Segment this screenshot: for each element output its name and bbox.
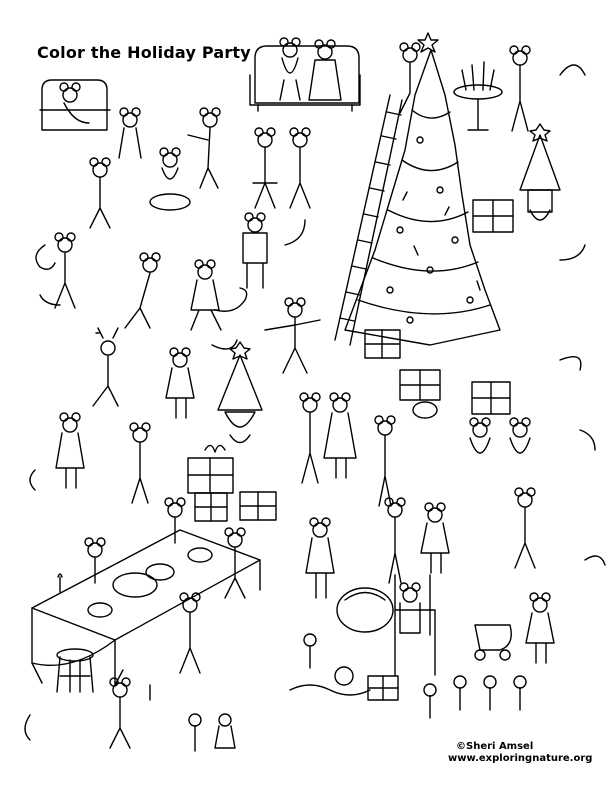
mouse-figures (55, 38, 554, 751)
drink-table (454, 62, 502, 130)
gift-pile-center (188, 445, 276, 521)
small-tree-top-right (520, 124, 560, 220)
stool (57, 649, 93, 692)
credit-block: ©Sheri Amsel www.exploringnature.org (448, 741, 608, 765)
chair-bottom (395, 575, 435, 675)
small-tree-left (218, 342, 262, 443)
page-title: Color the Holiday Party (37, 43, 251, 62)
gift-box-top-right (473, 200, 513, 232)
christmas-tree (345, 33, 500, 345)
curly-tails (25, 65, 605, 740)
gift-pile-bottom (335, 588, 398, 700)
gift-pile-tree (365, 330, 510, 418)
credit-site: www.exploringnature.org (448, 753, 593, 764)
couch (250, 46, 360, 111)
credit-author: ©Sheri Amsel (456, 741, 534, 752)
banquet-table (32, 530, 260, 700)
armchair-left (40, 80, 110, 130)
ladder (335, 95, 402, 345)
